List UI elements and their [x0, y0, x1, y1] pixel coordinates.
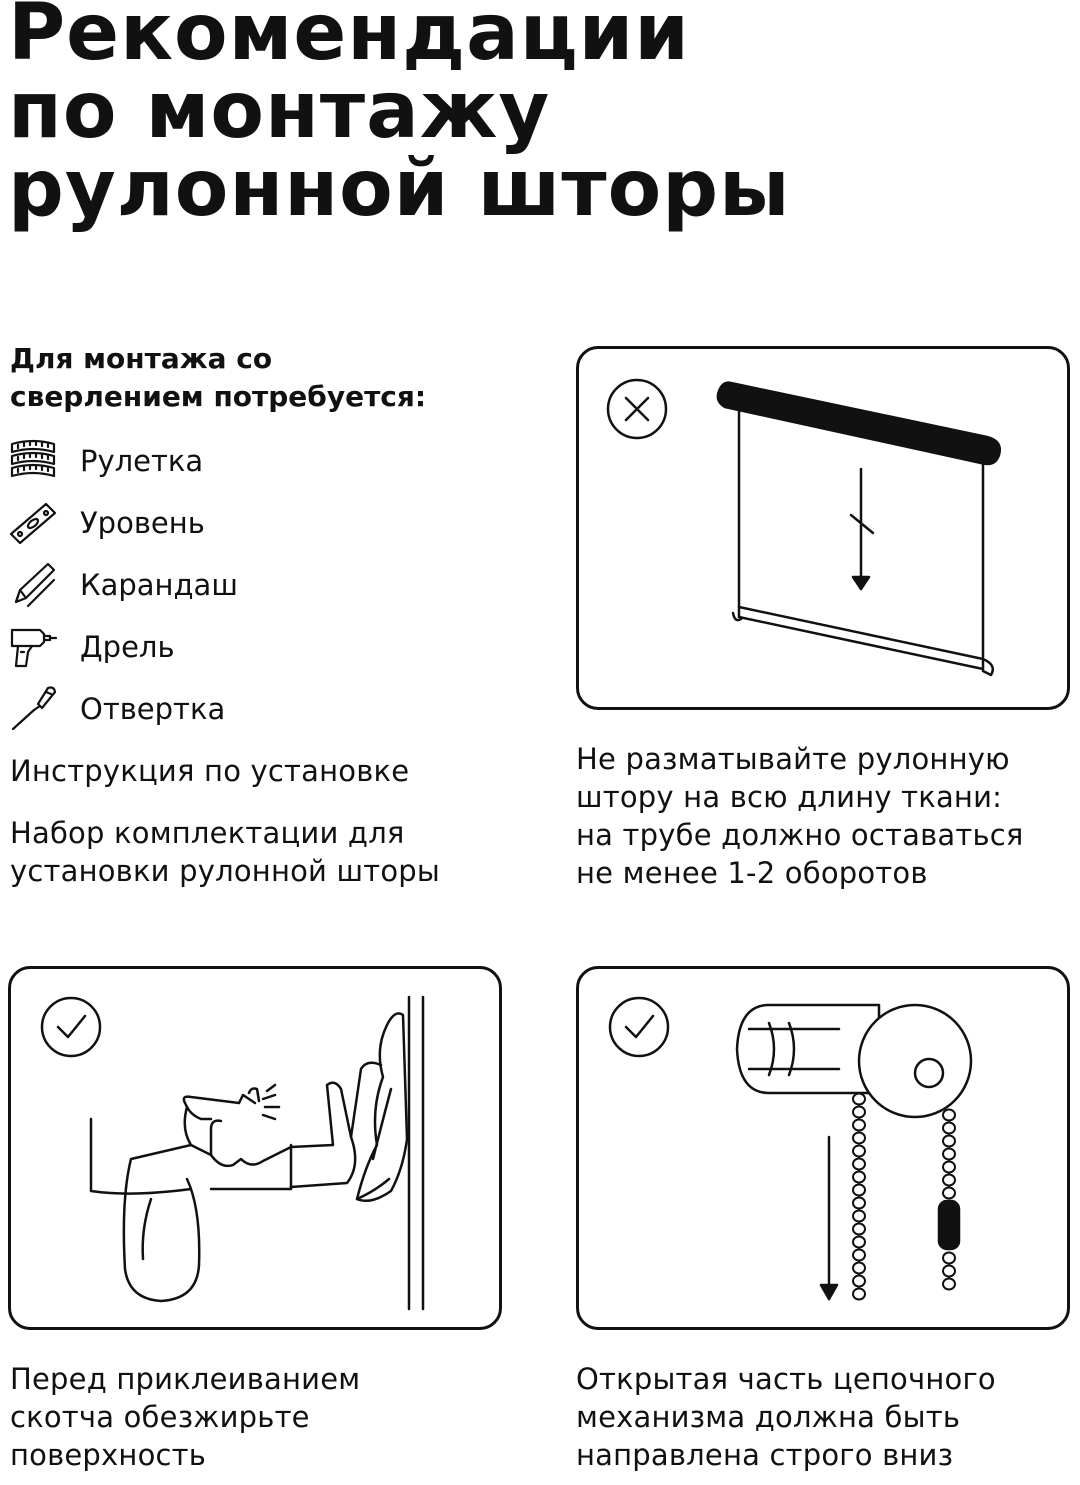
chain-beads-right [942, 1108, 956, 1291]
chain-bead [852, 1170, 866, 1184]
chain-bead [942, 1160, 956, 1174]
tool-label: Отвертка [80, 692, 226, 726]
check-circle-icon [40, 996, 102, 1058]
page-title-line-3: рулонной шторы [8, 144, 791, 234]
panel-unroll-warning [576, 346, 1070, 710]
chain-beads-left [852, 1092, 866, 1301]
drill-icon [8, 622, 58, 672]
tool-item-screwdriver: Отвертка [8, 678, 548, 740]
chain-bead [852, 1144, 866, 1158]
chain-bead [942, 1121, 956, 1135]
chain-bead [852, 1261, 866, 1275]
caption-line: не менее 1-2 оборотов [576, 856, 928, 890]
tool-item-tape-measure: Рулетка [8, 430, 548, 492]
page-title-line-1: Рекомендации [8, 0, 690, 78]
chain-bead [852, 1118, 866, 1132]
tape-measure-icon [8, 436, 58, 486]
instruction-line: Инструкция по установке [10, 754, 410, 788]
caption-chain-mechanism: Открытая часть цепочного механизма должн… [576, 1360, 1076, 1474]
tool-label: Уровень [80, 506, 205, 540]
chain-bead [852, 1196, 866, 1210]
kit-line-2: установки рулонной шторы [10, 854, 441, 888]
tool-label: Рулетка [80, 444, 204, 478]
kit-text: Набор комплектации для установки рулонно… [10, 814, 550, 890]
chain-bead [852, 1287, 866, 1301]
caption-line: направлена строго вниз [576, 1438, 954, 1472]
chain-bead [942, 1134, 956, 1148]
tool-label: Карандаш [80, 568, 238, 602]
page-title: Рекомендации по монтажу рулонной шторы [8, 0, 1068, 228]
chain-mechanism-icon [735, 1003, 973, 1301]
requirements-heading-line-2: сверлением потребуется: [10, 380, 427, 413]
chain-bead [942, 1264, 956, 1278]
tool-label: Дрель [80, 630, 175, 664]
chain-bead [852, 1092, 866, 1106]
caption-degrease-surface: Перед приклеиванием скотча обезжирьте по… [10, 1360, 550, 1474]
chain-bead [942, 1186, 956, 1200]
caption-line: поверхность [10, 1438, 207, 1472]
caption-line: механизма должна быть [576, 1400, 961, 1434]
tool-item-pencil: Карандаш [8, 554, 548, 616]
caption-line: Открытая часть цепочного [576, 1362, 996, 1396]
chain-bead [852, 1222, 866, 1236]
chain-bead [852, 1183, 866, 1197]
chain-bead [942, 1277, 956, 1291]
panel-chain-mechanism [576, 966, 1070, 1330]
cross-circle-icon [606, 378, 668, 440]
check-circle-icon [608, 996, 670, 1058]
tool-list: Рулетка Уровень Карандаш [8, 430, 548, 740]
chain-bead [942, 1108, 956, 1122]
pencil-icon [8, 560, 58, 610]
chain-bead [852, 1248, 866, 1262]
chain-bead [942, 1251, 956, 1265]
panel-degrease-surface [8, 966, 502, 1330]
requirements-heading-line-1: Для монтажа со [10, 342, 273, 375]
chain-bead [852, 1105, 866, 1119]
caption-unroll-warning: Не разматывайте рулонную штору на всю дл… [576, 740, 1076, 892]
tool-item-drill: Дрель [8, 616, 548, 678]
screwdriver-icon [8, 684, 58, 734]
chain-bead [852, 1157, 866, 1171]
caption-line: на трубе должно оставаться [576, 818, 1024, 852]
requirements-heading: Для монтажа со сверлением потребуется: [10, 340, 550, 416]
chain-bead [852, 1235, 866, 1249]
level-icon [8, 498, 58, 548]
chain-bead [852, 1274, 866, 1288]
hand-cleaning-surface-icon [89, 995, 425, 1311]
kit-line-1: Набор комплектации для [10, 816, 405, 850]
instruction-text: Инструкция по установке [10, 752, 550, 790]
chain-bead [852, 1209, 866, 1223]
caption-line: штору на всю длину ткани: [576, 780, 1003, 814]
chain-bead [942, 1147, 956, 1161]
tool-item-level: Уровень [8, 492, 548, 554]
chain-bead [852, 1131, 866, 1145]
caption-line: Перед приклеиванием [10, 1362, 361, 1396]
chain-bead [942, 1173, 956, 1187]
caption-line: скотча обезжирьте [10, 1400, 310, 1434]
caption-line: Не разматывайте рулонную [576, 742, 1010, 776]
page-title-line-2: по монтажу [8, 66, 551, 156]
roller-blind-unroll-icon [716, 381, 1001, 677]
